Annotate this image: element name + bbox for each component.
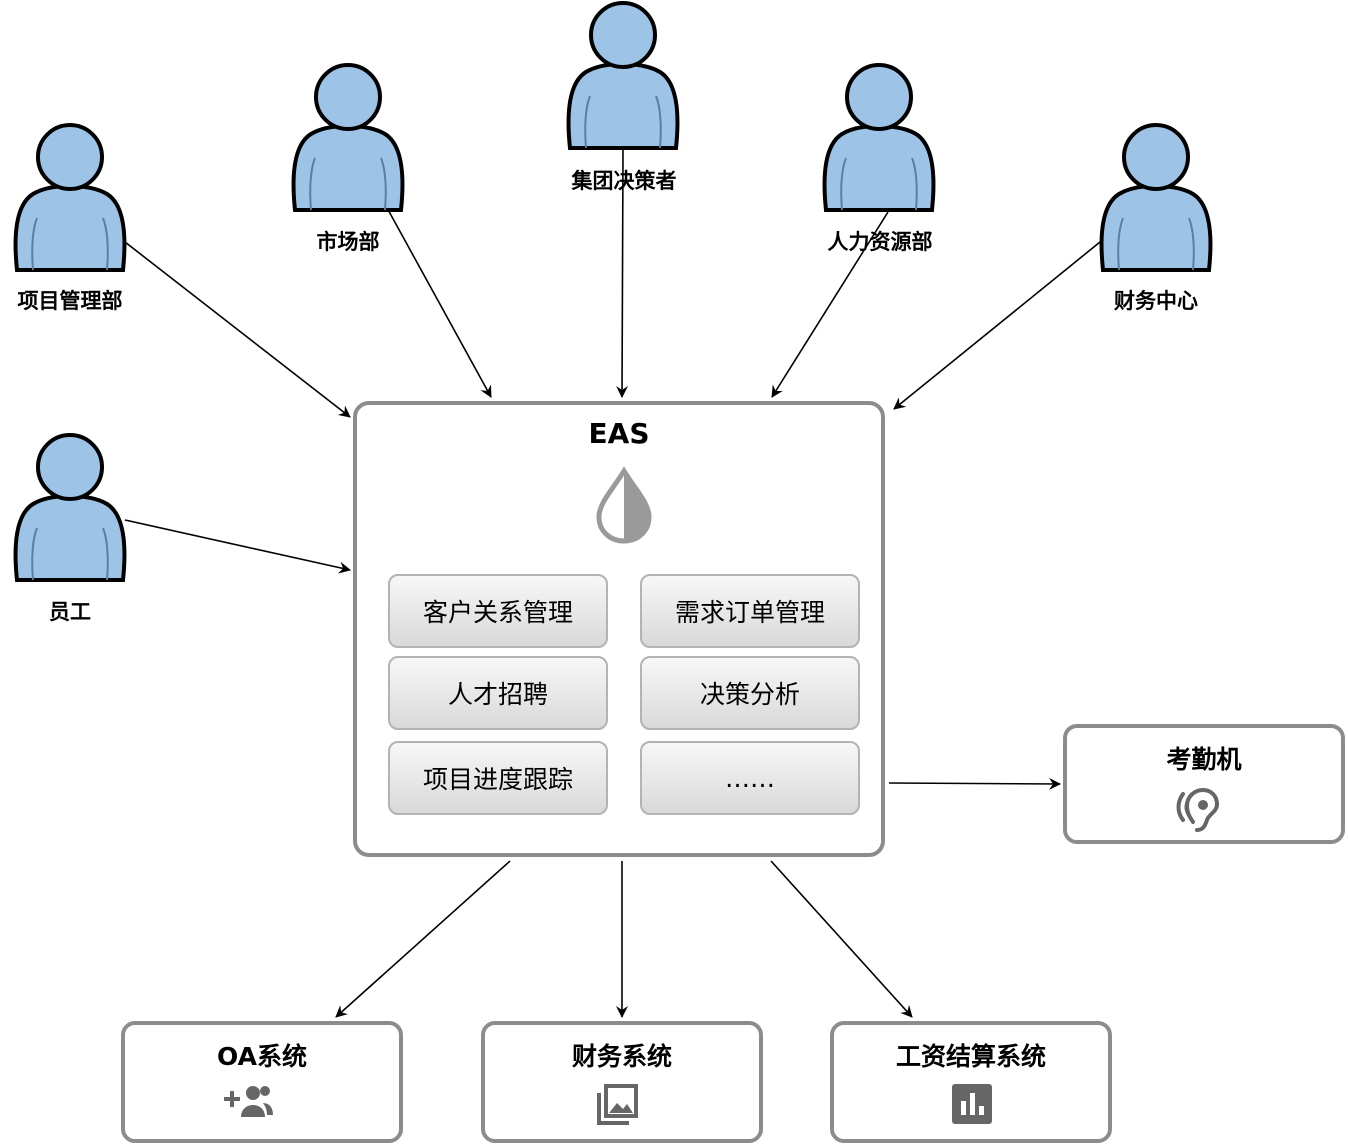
actor-hr	[819, 62, 939, 214]
arrow-eas-to-oa	[335, 860, 511, 1018]
user-icon	[13, 123, 127, 272]
arrow-project-mgmt-to-eas	[124, 241, 351, 418]
actor-market	[288, 62, 408, 214]
actor-finance-center	[1096, 122, 1216, 274]
system-title: 考勤机	[1166, 745, 1242, 774]
eas-container: EAS 客户关系管理 需求订单管理 人才招聘 决策分析 项目进度跟踪 ……	[353, 401, 885, 857]
add-group-icon	[224, 1086, 273, 1117]
arrow-hr-to-eas	[771, 211, 889, 398]
user-icon	[13, 433, 127, 582]
arrow-eas-to-attendance	[888, 777, 1061, 790]
system-title: 工资结算系统	[895, 1042, 1046, 1071]
actor-label: 员工	[49, 600, 91, 624]
actor-project-mgmt	[10, 122, 130, 274]
module-recruit[interactable]: 人才招聘	[388, 656, 608, 730]
module-decision[interactable]: 决策分析	[640, 656, 860, 730]
bar-chart-icon	[952, 1084, 992, 1124]
module-progress[interactable]: 项目进度跟踪	[388, 741, 608, 815]
arrow-market-to-eas	[385, 205, 492, 398]
system-attendance: 考勤机	[1063, 724, 1345, 844]
system-oa: OA系统	[121, 1021, 403, 1143]
module-order[interactable]: 需求订单管理	[640, 574, 860, 648]
arrow-decision-to-eas	[616, 149, 629, 398]
module-more[interactable]: ……	[640, 741, 860, 815]
user-icon	[822, 63, 936, 212]
actor-label: 市场部	[316, 230, 380, 254]
user-icon	[291, 63, 405, 212]
system-salary: 工资结算系统	[830, 1021, 1112, 1143]
system-title: 财务系统	[571, 1042, 672, 1071]
actor-label: 财务中心	[1114, 289, 1198, 313]
water-drop-icon	[596, 466, 652, 544]
ear-icon	[1176, 787, 1220, 832]
actor-label: 集团决策者	[571, 169, 677, 193]
user-icon	[1099, 123, 1213, 272]
arrow-finance-center-to-eas	[893, 241, 1101, 410]
actor-employee	[10, 432, 130, 584]
arrow-eas-to-salary	[770, 860, 913, 1018]
arrow-employee-to-eas	[124, 519, 351, 574]
actor-label: 项目管理部	[17, 289, 123, 313]
system-finance: 财务系统	[481, 1021, 763, 1143]
actor-group-decision	[563, 0, 683, 152]
photo-library-icon	[597, 1084, 638, 1125]
actor-label: 人力资源部	[827, 230, 933, 254]
system-title: OA系统	[217, 1042, 307, 1071]
module-crm[interactable]: 客户关系管理	[388, 574, 608, 648]
user-icon	[566, 1, 680, 150]
eas-title: EAS	[588, 417, 650, 450]
